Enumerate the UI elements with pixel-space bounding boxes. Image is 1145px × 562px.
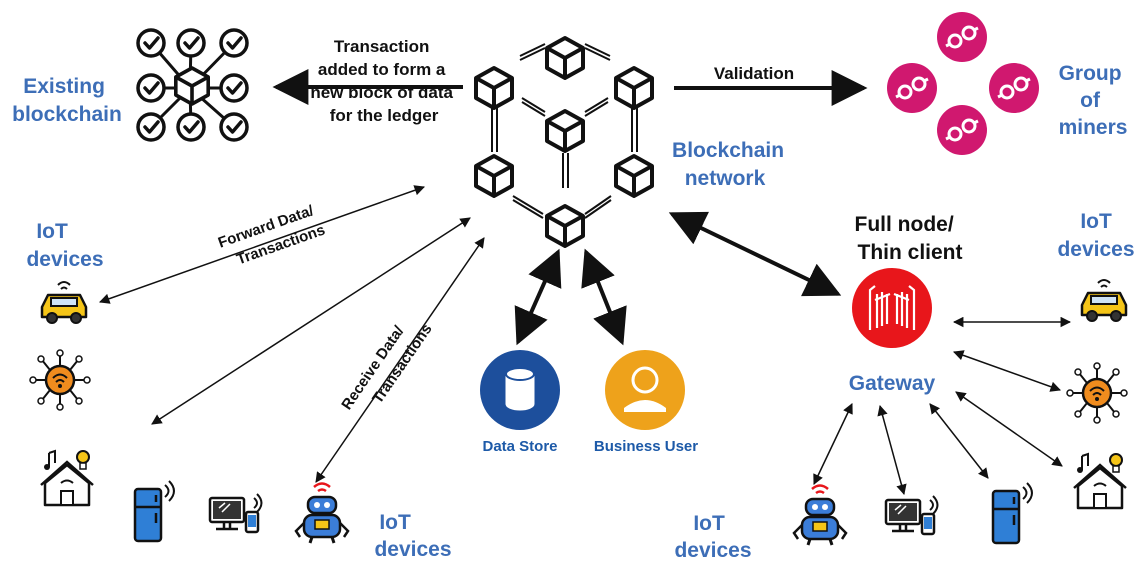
- gateway-device-arrow: [877, 404, 907, 496]
- car-icon: [40, 280, 88, 325]
- cube-icon: [614, 66, 654, 110]
- iot-devices-label: IoT devices: [26, 220, 103, 271]
- full-node-label: Full node/ Thin client: [855, 213, 963, 264]
- miner-icon: [935, 10, 989, 64]
- smart-home-icon: [1072, 452, 1128, 510]
- business-user-arrow: [581, 248, 627, 346]
- gateway-device-arrow: [813, 403, 853, 485]
- gateway-device-arrow: [955, 391, 1063, 467]
- validation-label: Validation: [714, 64, 794, 83]
- cube-icon: [474, 154, 514, 198]
- blockchain-network-label: Blockchain network: [672, 139, 790, 190]
- cube-icon: [474, 66, 514, 110]
- iot-devices-label: IoT devices: [374, 511, 451, 561]
- fridge-icon: [133, 479, 176, 543]
- check-icon: [176, 112, 206, 142]
- existing-blockchain-label: Existing blockchain: [12, 75, 122, 126]
- iot-devices-label: IoT devices: [674, 512, 751, 562]
- miner-icon: [987, 61, 1041, 115]
- gate-icon: [852, 268, 932, 348]
- svg-text:Receive Data/ Transactio: Receive Data/ Transactions: [338, 308, 435, 425]
- gateway-device-arrow: [929, 403, 989, 479]
- robot-icon: [294, 482, 350, 545]
- miner-icon: [935, 103, 989, 157]
- fridge-icon: [991, 481, 1034, 545]
- check-icon: [176, 28, 206, 58]
- transaction-added-label: Transaction added to form a new block of…: [310, 37, 457, 125]
- business-user-label: Business User: [594, 438, 698, 455]
- cube-icon: [545, 204, 585, 248]
- gateway-label: Gateway: [849, 372, 936, 395]
- check-icon: [219, 28, 249, 58]
- cube-icon: [545, 36, 585, 80]
- check-icon: [136, 73, 166, 103]
- robot-icon: [792, 484, 848, 547]
- blockchain-network-icon: [474, 36, 654, 248]
- computer-icon: [884, 494, 939, 536]
- user-icon: [605, 350, 685, 430]
- smart-home-icon: [39, 449, 95, 507]
- gateway-network-arrow: [668, 211, 842, 297]
- data-store-label: Data Store: [482, 438, 557, 455]
- database-icon: [480, 350, 560, 430]
- iot-devices-label: IoT devices: [1057, 210, 1134, 261]
- cube-icon: [545, 109, 585, 153]
- miners-group-icon: [885, 10, 1041, 157]
- forward-data-label: Forward Data/ Transactions: [216, 201, 327, 273]
- datastore-arrow: [514, 248, 562, 346]
- receive-data-label: Receive Data/ Transactions: [338, 308, 435, 425]
- car-icon: [1080, 278, 1128, 323]
- existing-blockchain-icon: [136, 28, 249, 142]
- forward-data-arrow: [151, 217, 471, 425]
- gateway-device-arrow: [953, 350, 1061, 392]
- chip-icon: [1065, 361, 1129, 425]
- cube-icon: [174, 66, 210, 106]
- miner-icon: [885, 61, 939, 115]
- check-icon: [219, 112, 249, 142]
- check-icon: [136, 28, 166, 58]
- check-icon: [136, 112, 166, 142]
- cube-icon: [614, 154, 654, 198]
- svg-text:Forward Data/ Transactio: Forward Data/ Transactions: [216, 201, 327, 273]
- computer-icon: [208, 492, 263, 534]
- chip-icon: [28, 348, 92, 412]
- group-of-miners-label: Group of miners: [1059, 62, 1128, 139]
- check-icon: [219, 73, 249, 103]
- receive-data-arrow: [315, 237, 485, 483]
